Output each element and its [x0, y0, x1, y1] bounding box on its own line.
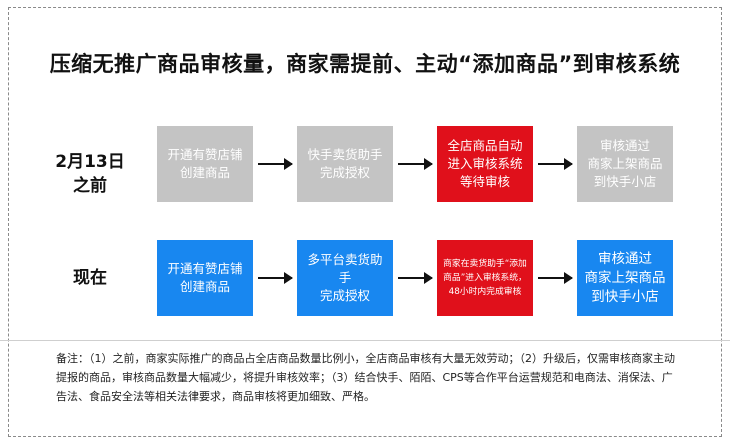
box-line: 快手卖货助手 [307, 147, 383, 162]
arrow-right-icon [258, 272, 293, 284]
box-line: 商家在卖货助手“添加 [443, 259, 527, 269]
box-line: 商品”进入审核系统， [443, 273, 527, 283]
arrow-right-icon [538, 158, 573, 170]
box-line: 到快手小店 [593, 174, 657, 189]
box-line: 等待审核 [459, 174, 510, 189]
box-line: 商家上架商品 [587, 156, 663, 171]
box-line: 多平台卖货助手 [307, 252, 383, 285]
footnote: 备注：（1）之前，商家实际推广的商品占全店商品数量比例小，全店商品审核有大量无效… [56, 352, 675, 403]
box-line: 创建商品 [179, 279, 230, 294]
step-box-before-2: 快手卖货助手完成授权 [297, 126, 393, 202]
box-line: 商家上架商品 [584, 269, 666, 286]
box-line: 进入审核系统 [447, 156, 523, 171]
row-label-before-line1: 2月13日 [55, 152, 125, 172]
row-label-now-line1: 现在 [73, 268, 107, 288]
box-line: 48小时内完成审核 [448, 287, 522, 297]
diagram-title: 压缩无推广商品审核量，商家需提前、主动“添加商品”到审核系统 [49, 52, 681, 76]
step-box-now-2: 多平台卖货助手完成授权 [297, 240, 393, 316]
step-box-now-1: 开通有赞店铺创建商品 [157, 240, 253, 316]
box-line: 审核通过 [599, 138, 650, 153]
row-label-before: 2月13日 之前 [40, 150, 140, 198]
note-divider [0, 340, 730, 341]
step-box-before-4: 审核通过商家上架商品到快手小店 [577, 126, 673, 202]
box-line: 完成授权 [319, 165, 370, 180]
box-line: 到快手小店 [591, 288, 659, 305]
arrow-right-icon [538, 272, 573, 284]
step-box-before-1: 开通有赞店铺创建商品 [157, 126, 253, 202]
step-box-now-3: 商家在卖货助手“添加商品”进入审核系统， 48小时内完成审核 [437, 240, 533, 316]
dashed-frame [8, 7, 722, 437]
box-line: 审核通过 [598, 250, 652, 267]
box-line: 创建商品 [179, 165, 230, 180]
box-line: 开通有赞店铺 [167, 261, 243, 276]
step-box-now-4: 审核通过商家上架商品到快手小店 [577, 240, 673, 316]
arrow-right-icon [258, 158, 293, 170]
arrow-right-icon [398, 158, 433, 170]
arrow-right-icon [398, 272, 433, 284]
box-line: 开通有赞店铺 [167, 147, 243, 162]
box-line: 全店商品自动 [447, 138, 523, 153]
box-line: 完成授权 [319, 288, 370, 303]
step-box-before-3: 全店商品自动进入审核系统等待审核 [437, 126, 533, 202]
row-label-now: 现在 [40, 266, 140, 290]
row-label-before-line2: 之前 [73, 176, 107, 196]
